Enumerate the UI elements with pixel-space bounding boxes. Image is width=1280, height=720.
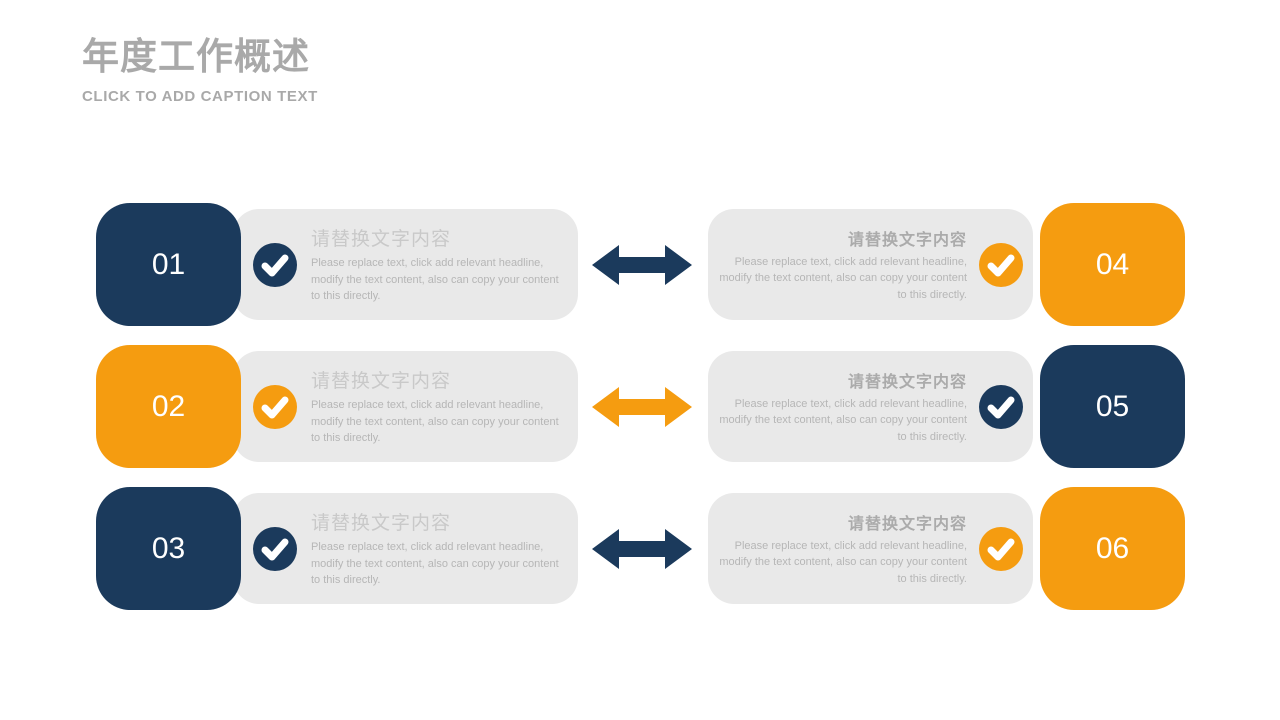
card-text: 请替换文字内容 Please replace text, click add r… <box>311 224 563 305</box>
number-badge-04: 04 <box>1040 203 1185 326</box>
check-icon <box>253 526 297 571</box>
card-text: 请替换文字内容 Please replace text, click add r… <box>719 368 967 446</box>
card-body: Please replace text, click add relevant … <box>311 399 559 445</box>
card-body: Please replace text, click add relevant … <box>311 541 559 587</box>
card-body: Please replace text, click add relevant … <box>719 539 967 585</box>
double-arrow-icon <box>592 245 692 285</box>
card-text: 请替换文字内容 Please replace text, click add r… <box>311 366 563 447</box>
page-subtitle: CLICK TO ADD CAPTION TEXT <box>82 88 318 105</box>
number-badge-03: 03 <box>96 487 241 610</box>
content-card-05: 请替换文字内容 Please replace text, click add r… <box>708 351 1033 462</box>
number-badge-02: 02 <box>96 345 241 468</box>
card-text: 请替换文字内容 Please replace text, click add r… <box>719 510 967 588</box>
process-row-3: 03 请替换文字内容 Please replace text, click ad… <box>0 487 1280 610</box>
card-text: 请替换文字内容 Please replace text, click add r… <box>719 226 967 304</box>
card-body: Please replace text, click add relevant … <box>311 257 559 303</box>
check-icon <box>979 242 1023 287</box>
process-row-2: 02 请替换文字内容 Please replace text, click ad… <box>0 345 1280 468</box>
card-heading: 请替换文字内容 <box>847 515 967 533</box>
card-text: 请替换文字内容 Please replace text, click add r… <box>311 508 563 589</box>
card-heading: 请替换文字内容 <box>847 231 967 249</box>
double-arrow-icon <box>592 387 692 427</box>
content-card-06: 请替换文字内容 Please replace text, click add r… <box>708 493 1033 604</box>
card-body: Please replace text, click add relevant … <box>719 255 967 301</box>
check-icon <box>253 384 297 429</box>
double-arrow-icon <box>592 529 692 569</box>
card-heading: 请替换文字内容 <box>847 373 967 391</box>
number-badge-01: 01 <box>96 203 241 326</box>
card-heading: 请替换文字内容 <box>311 371 452 393</box>
check-icon <box>979 526 1023 571</box>
content-card-02: 请替换文字内容 Please replace text, click add r… <box>233 351 578 462</box>
content-card-04: 请替换文字内容 Please replace text, click add r… <box>708 209 1033 320</box>
content-card-03: 请替换文字内容 Please replace text, click add r… <box>233 493 578 604</box>
check-icon <box>253 242 297 287</box>
card-heading: 请替换文字内容 <box>311 513 452 535</box>
check-icon <box>979 384 1023 429</box>
card-body: Please replace text, click add relevant … <box>719 397 967 443</box>
slide-header: 年度工作概述 CLICK TO ADD CAPTION TEXT <box>82 26 318 105</box>
number-badge-06: 06 <box>1040 487 1185 610</box>
card-heading: 请替换文字内容 <box>311 229 452 251</box>
content-card-01: 请替换文字内容 Please replace text, click add r… <box>233 209 578 320</box>
process-row-1: 01 请替换文字内容 Please replace text, click ad… <box>0 203 1280 326</box>
number-badge-05: 05 <box>1040 345 1185 468</box>
page-title: 年度工作概述 <box>82 36 310 77</box>
